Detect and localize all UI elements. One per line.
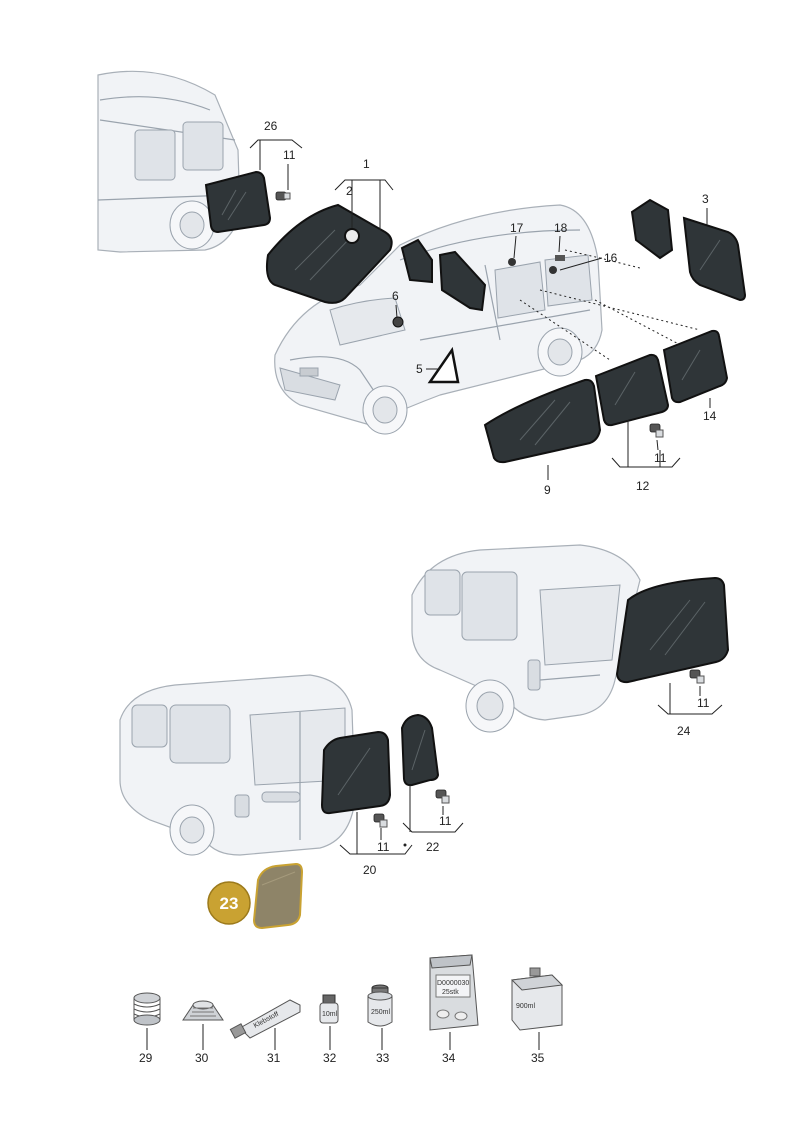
clip-11-mid bbox=[649, 423, 664, 438]
bag-label-line2: 25stk bbox=[442, 989, 459, 996]
part-35-jug: 900ml bbox=[510, 967, 564, 1031]
callout-9: 9 bbox=[544, 483, 551, 497]
tailgate-window-24 bbox=[615, 576, 730, 684]
van-rear-partial bbox=[97, 70, 241, 253]
part-29-spring bbox=[133, 992, 161, 1026]
callout-1: 1 bbox=[363, 157, 370, 171]
callout-29: 29 bbox=[139, 1051, 153, 1065]
rear-window-26 bbox=[204, 170, 272, 234]
van-barn-doors bbox=[119, 674, 356, 856]
callout-11-door-a: 11 bbox=[377, 840, 390, 854]
callout-31: 31 bbox=[267, 1051, 281, 1065]
part-30-grommet bbox=[182, 1000, 224, 1021]
van-main bbox=[274, 204, 603, 435]
callout-5: 5 bbox=[416, 362, 423, 376]
callout-11-top: 11 bbox=[283, 148, 296, 162]
clip-11-door-a bbox=[373, 813, 388, 828]
clips-16-17-18 bbox=[508, 255, 565, 274]
callout-11-tailgate: 11 bbox=[697, 696, 710, 710]
quarter-window-small bbox=[630, 198, 674, 260]
clip-11-tailgate bbox=[689, 669, 705, 684]
callout-22: 22 bbox=[426, 840, 440, 854]
can-label: 250ml bbox=[371, 1009, 391, 1016]
callout-6: 6 bbox=[392, 289, 399, 303]
windscreen-1 bbox=[265, 203, 393, 304]
callout-14: 14 bbox=[703, 409, 717, 423]
callout-34: 34 bbox=[442, 1051, 456, 1065]
part-31-adhesive-tube: Klebstoff bbox=[229, 999, 301, 1039]
callout-24: 24 bbox=[677, 724, 691, 738]
quarter-window-3 bbox=[682, 216, 747, 302]
clip-11-top bbox=[275, 191, 291, 201]
mirror-triangle-5 bbox=[427, 346, 460, 384]
callout-35: 35 bbox=[531, 1051, 545, 1065]
callout-3: 3 bbox=[702, 192, 709, 206]
callout-16: 16 bbox=[604, 251, 618, 265]
sensor-6 bbox=[392, 316, 404, 328]
part-34-bag: D0000030 25stk bbox=[429, 954, 479, 1031]
jug-label: 900ml bbox=[516, 1003, 536, 1010]
callout-17: 17 bbox=[510, 221, 524, 235]
callout-26: 26 bbox=[264, 119, 278, 133]
sliding-window-9 bbox=[483, 378, 602, 464]
barn-door-window-22 bbox=[400, 713, 440, 787]
side-window-front-small bbox=[400, 238, 433, 284]
bottle-label: 10ml bbox=[322, 1011, 338, 1018]
clip-11-door-b bbox=[435, 789, 450, 804]
callout-11-door-b: 11 bbox=[439, 814, 452, 828]
callout-18: 18 bbox=[554, 221, 568, 235]
callout-33: 33 bbox=[376, 1051, 390, 1065]
van-tailgate bbox=[411, 544, 641, 733]
callout-2: 2 bbox=[346, 184, 353, 198]
part-32-small-bottle: 10ml bbox=[319, 994, 339, 1024]
callout-32: 32 bbox=[323, 1051, 337, 1065]
barn-door-window-20 bbox=[320, 730, 392, 815]
badge-23[interactable]: 23 bbox=[207, 881, 251, 925]
bag-label-line1: D0000030 bbox=[437, 980, 469, 987]
side-window-front-large bbox=[438, 250, 487, 312]
sensor-2 bbox=[344, 228, 360, 244]
callout-20: 20 bbox=[363, 863, 377, 877]
side-window-14 bbox=[662, 329, 729, 404]
badge-23-label: 23 bbox=[220, 894, 239, 913]
highlighted-part-23 bbox=[252, 862, 304, 930]
callout-12: 12 bbox=[636, 479, 650, 493]
callout-30: 30 bbox=[195, 1051, 209, 1065]
side-window-12 bbox=[594, 353, 670, 427]
part-33-can: 250ml bbox=[367, 984, 393, 1027]
